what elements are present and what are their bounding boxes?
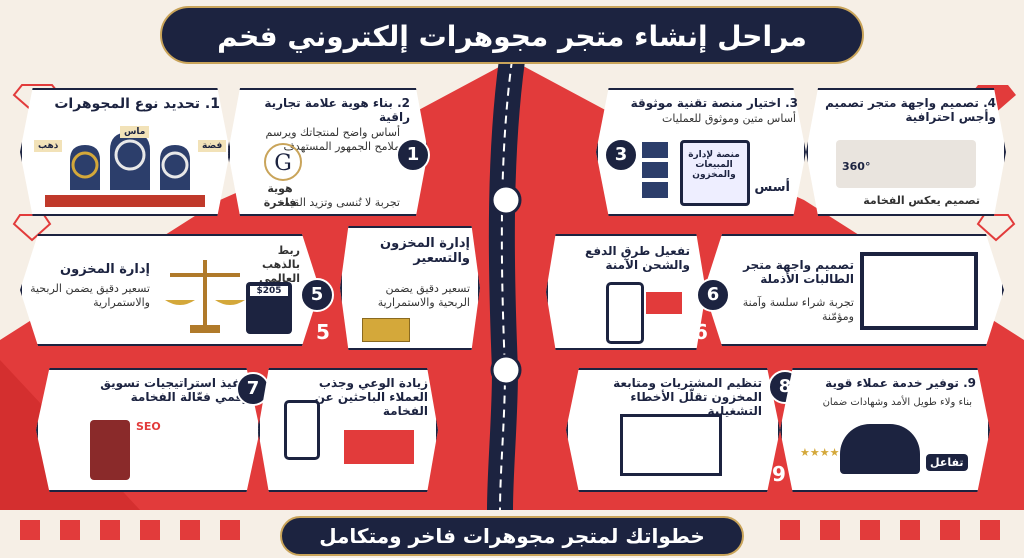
step-4-caption: تصميم يعكس الفخامة — [863, 194, 980, 207]
step-5b-number: 5 — [316, 320, 330, 344]
step-9-desc: بناء ولاء طويل الأمد وشهادات ضمان — [822, 397, 972, 408]
gold-bars — [362, 318, 410, 342]
step-5a-desc: تسعير دقيق يضمن الربحية والاستمرارية — [30, 282, 150, 309]
svg-text:G: G — [274, 151, 292, 176]
analytics-screen — [620, 414, 722, 476]
step-3-desc: أساس متين وموثوق للعمليات — [662, 112, 796, 125]
footer-banner: خطواتك لمتجر مجوهرات فاخر ومتكامل — [280, 516, 744, 556]
step-2-logo-caption: هوية فاخرة — [263, 182, 297, 209]
jewelry-display-icon — [45, 132, 205, 207]
step-8-title: تنظيم المشتريات ومتابعة المخزون تقلّل ال… — [613, 376, 762, 418]
step-7b-title: زيادة الوعي وجذب العملاء الباحثين عن الف… — [314, 376, 428, 418]
tag-diamond: ماس — [120, 126, 150, 138]
step-2-card — [228, 88, 428, 216]
phone-cart — [284, 400, 320, 460]
calculator-price: $205 — [250, 286, 288, 296]
step-2-desc: أساس واضح لمنتجاتك ويرسم ملامح الجمهور ا… — [265, 126, 400, 153]
brand-logo-icon: G — [264, 143, 302, 181]
shipping-truck — [344, 430, 414, 464]
step-5a-title: إدارة المخزون — [60, 262, 150, 277]
rotate-360-badge: 360° — [842, 160, 871, 173]
step-6-number: 6 — [696, 278, 730, 312]
platform-screen-text: منصة لإدارة المبيعات والمخزون — [688, 150, 740, 180]
step-1-number: 1 — [396, 138, 430, 172]
monitor — [860, 252, 978, 330]
step-6a-number: 6 — [694, 320, 708, 344]
phone-payment — [606, 282, 644, 344]
foundation-label: أسس — [754, 180, 790, 195]
step-3-number: 3 — [604, 138, 638, 172]
step-5b-title: إدارة المخزون والتسعير — [380, 236, 470, 266]
step-1-title: 1. تحديد نوع المجوهرات — [54, 96, 220, 112]
step-6b-desc: تجربة شراء سلسة وآمنة ومؤمّنة — [742, 296, 854, 323]
speaker-icon — [90, 420, 130, 480]
gold-link-label: ربط بالذهب العالمي — [259, 244, 300, 285]
step-2-tagline: تجربة لا تُنسى وتزيد القيمة — [278, 196, 400, 209]
step-3-title: 3. اختيار منصة تقنية موثوقة — [630, 96, 798, 110]
step-7a-title: تنفيذ استراتيجيات تسويق رقمي فعّالة الفخ… — [100, 376, 250, 404]
tag-gold: ذهب — [34, 140, 63, 152]
step-9-inner-number: 9 — [772, 462, 786, 486]
platform-screen — [680, 140, 750, 206]
server-icon — [642, 142, 668, 198]
support-agents — [840, 424, 920, 474]
step-4-title: 4. تصميم واجهة متجر تصميم وأجس احترافية — [825, 96, 996, 124]
step-7a-card — [36, 368, 260, 492]
step-2-title: 2. بناء هوية علامة تجارية راقية — [264, 96, 410, 124]
step-9-title: 9. توفير خدمة عملاء قوية — [825, 376, 976, 390]
rating-stars: ★★★★ — [800, 446, 840, 459]
tag-silver: فضة — [198, 140, 227, 152]
step-5b-desc: تسعير دقيق يضمن الربحية والاستمرارية — [377, 282, 470, 309]
seo-bubble: SEO — [136, 420, 161, 433]
scale-icon — [165, 260, 245, 333]
step-6b-title: تصميم واجهة متجر الطالبات الأذملة — [743, 258, 854, 286]
product-360-view — [836, 140, 976, 188]
step-5-number: 5 — [300, 278, 334, 312]
step-6a-title: تفعيل طرق الدفع والشحن الآمنة — [585, 244, 690, 272]
page-title: مراحل إنشاء متجر مجوهرات إلكتروني فخم — [160, 6, 864, 64]
delivery-truck — [646, 292, 682, 314]
chat-bubble: تفاعل — [926, 454, 968, 471]
